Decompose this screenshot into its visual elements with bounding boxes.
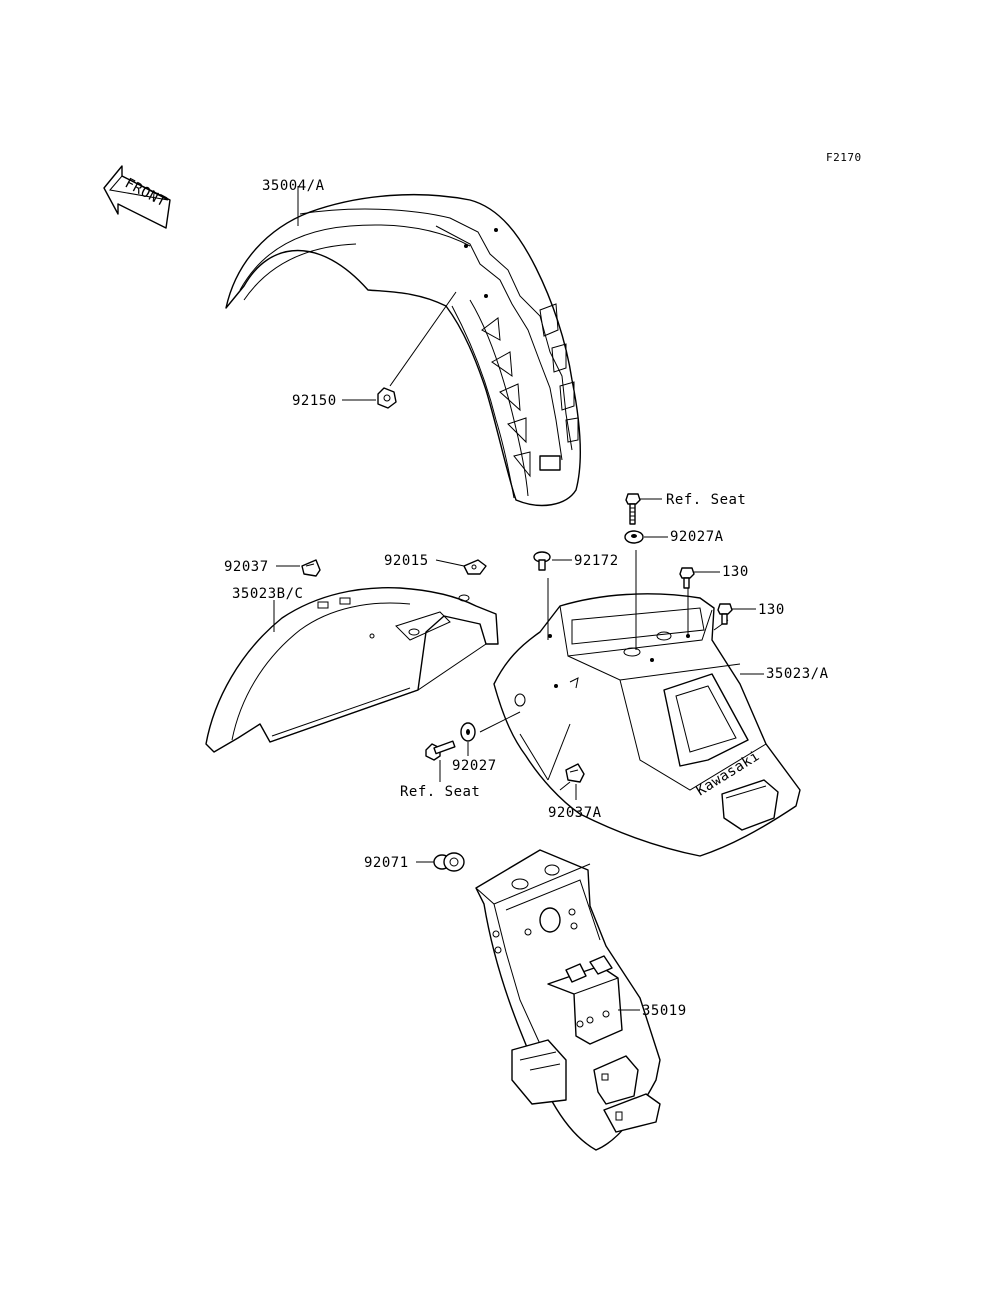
- label-rivet-92172: 92172: [574, 553, 619, 569]
- label-grommet-92071: 92071: [364, 855, 409, 871]
- nut-92015-icon: [463, 559, 487, 575]
- label-bolt-130-b: 130: [758, 602, 785, 618]
- label-clip-92037: 92037: [224, 559, 269, 575]
- label-rear-fender: 35023/A: [766, 666, 829, 682]
- bolt-130-a-icon: [679, 567, 695, 589]
- washer-92027a-icon: [624, 530, 644, 544]
- rear-flap-part: [475, 849, 661, 1151]
- bolt-130-b-icon: [717, 603, 733, 625]
- label-nut-92015: 92015: [384, 553, 429, 569]
- inner-fender-part: [205, 587, 499, 753]
- front-fender-part: [225, 193, 582, 507]
- label-clip-92037a: 92037A: [548, 805, 602, 821]
- figure-code: F2170: [826, 151, 862, 164]
- front-direction-arrow-icon: FRONT: [103, 165, 171, 229]
- seat-bolt-bottom-icon: [425, 740, 456, 761]
- label-bolt-130-a: 130: [722, 564, 749, 580]
- label-ref-seat-bottom: Ref. Seat: [400, 784, 480, 800]
- grommet-92071-icon: [433, 852, 465, 872]
- label-ref-seat-top: Ref. Seat: [666, 492, 746, 508]
- label-front-fender: 35004/A: [262, 178, 325, 194]
- rivet-92172-icon: [533, 551, 551, 571]
- label-bolt-92150: 92150: [292, 393, 337, 409]
- seat-bolt-top-icon: [625, 493, 641, 525]
- clip-92037-icon: [301, 559, 321, 577]
- label-washer-92027: 92027: [452, 758, 497, 774]
- clip-92037a-icon: [565, 763, 585, 783]
- bolt-92150-icon: [377, 387, 397, 409]
- label-flap-35019: 35019: [642, 1003, 687, 1019]
- label-washer-92027a: 92027A: [670, 529, 724, 545]
- rear-fender-part: Kawasaki: [493, 593, 801, 857]
- label-inner-fender: 35023B/C: [232, 586, 303, 602]
- washer-92027-icon: [460, 722, 476, 742]
